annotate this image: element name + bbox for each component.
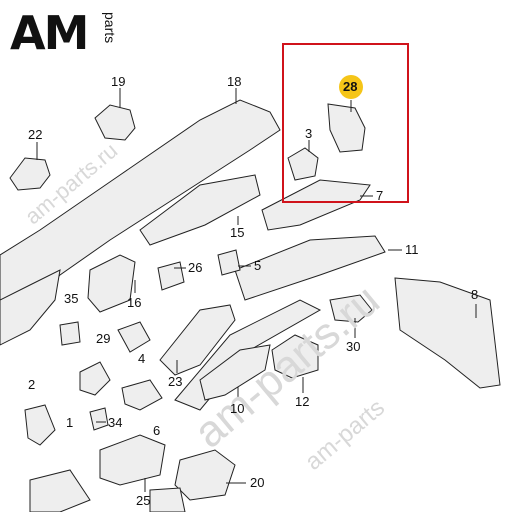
callout-15: 15 <box>230 225 245 240</box>
part-bottom-middle <box>149 487 186 512</box>
part-30 <box>329 294 373 323</box>
callout-8: 8 <box>471 287 479 302</box>
callout-35: 35 <box>64 291 79 306</box>
callout-22: 22 <box>28 127 43 142</box>
bracket-26 <box>157 261 185 291</box>
member-15 <box>139 174 261 246</box>
bracket-5 <box>217 249 241 276</box>
callout-28: 28 <box>343 79 358 94</box>
callout-6: 6 <box>153 423 161 438</box>
highlight-badge <box>339 75 363 99</box>
callout-1: 1 <box>66 415 74 430</box>
callout-2: 2 <box>28 377 36 392</box>
callout-20: 20 <box>250 475 265 490</box>
am-parts-logo: AM parts <box>10 8 140 58</box>
callout-29: 29 <box>96 331 111 346</box>
callout-26: 26 <box>188 260 203 275</box>
bracket-34 <box>89 407 109 431</box>
part-35 <box>59 321 81 346</box>
part-10 <box>199 344 271 401</box>
logo-main-text: AM <box>10 6 89 60</box>
callout-11: 11 <box>405 242 419 257</box>
part-20 <box>174 449 236 501</box>
part-6 <box>121 379 163 411</box>
callout-12: 12 <box>295 394 310 409</box>
member-23 <box>159 304 236 376</box>
callout-16: 16 <box>127 295 142 310</box>
part-4 <box>117 321 151 353</box>
part-12 <box>271 334 319 379</box>
callout-5: 5 <box>254 258 262 273</box>
callout-3: 3 <box>305 126 313 141</box>
highlight-box <box>282 43 409 203</box>
callout-19: 19 <box>111 74 126 89</box>
callout-25: 25 <box>136 493 151 508</box>
logo-sub-text: parts <box>102 12 118 44</box>
part-2 <box>24 404 56 446</box>
member-7 <box>261 179 371 231</box>
part-25 <box>99 434 166 486</box>
callout-34: 34 <box>108 415 123 430</box>
callout-4: 4 <box>138 351 146 366</box>
callout-7: 7 <box>376 188 384 203</box>
bracket-19 <box>94 104 136 141</box>
member-11 <box>234 235 386 301</box>
panel-8 <box>394 277 501 389</box>
bracket-22 <box>9 157 51 191</box>
part-bottom-left <box>29 469 91 512</box>
part-29 <box>79 361 111 396</box>
part-28 <box>327 103 366 153</box>
part-16 <box>87 254 136 313</box>
callout-23: 23 <box>168 374 183 389</box>
callout-30: 30 <box>346 339 361 354</box>
bracket-3 <box>287 147 319 181</box>
callout-18: 18 <box>227 74 242 89</box>
frame-rail-lower <box>0 269 61 346</box>
callout-10: 10 <box>230 401 245 416</box>
